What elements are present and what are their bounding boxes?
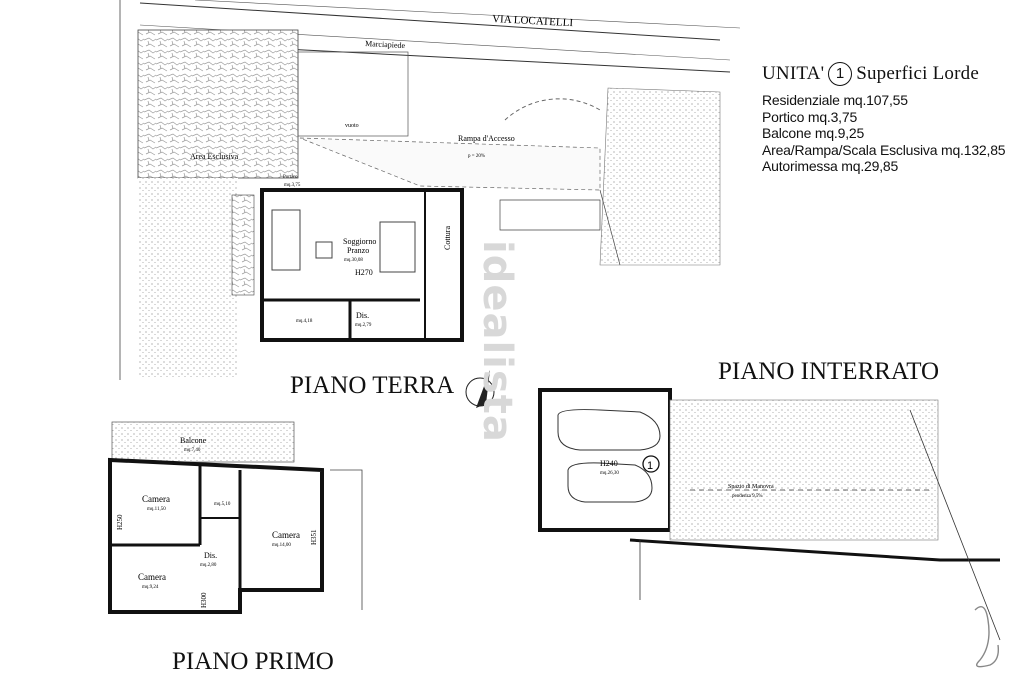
balcone-mq: mq.7,40 [184, 448, 201, 453]
h250-label: H250 [116, 514, 124, 530]
soggiorno-label: Soggiorno [343, 237, 376, 246]
signature [974, 606, 1000, 668]
camera-3-mq: mq.9,24 [142, 585, 159, 590]
balcone-label: Balcone [180, 436, 207, 445]
legend-row-portico: Portico mq.3,75 [762, 108, 858, 125]
legend-title: UNITA' 1 Superfici Lorde [762, 62, 1017, 86]
portico-label: Portico [283, 175, 298, 180]
ground-floor: Area Esclusiva vuoto Rampa d'Accesso p =… [119, 0, 721, 380]
piano-primo-title: PIANO PRIMO [172, 648, 334, 675]
street-name: VIA LOCATELLI [492, 13, 574, 29]
rampa-slope: p = 20% [468, 154, 485, 159]
first-floor: Balcone mq.7,40 Camera mq.11,50 mq.5,10 … [108, 421, 363, 614]
stone-area [137, 29, 299, 179]
h300-label: H300 [200, 592, 208, 608]
garage-mq: mq.26,30 [600, 471, 619, 476]
bagno-first-mq: mq.5,10 [214, 502, 231, 507]
area-esclusiva-label: Area Esclusiva [190, 152, 239, 161]
h351-label: H351 [310, 529, 318, 545]
dis-first-mq: mq.2,80 [200, 563, 217, 568]
unit-1-marker [642, 455, 660, 473]
unit-word: UNITA' [762, 63, 825, 84]
sidewalk-label: Marciapiede [365, 39, 406, 50]
dis-label: Dis. [356, 311, 369, 320]
h270-label: H270 [355, 268, 373, 277]
cottura-label: Cottura [443, 226, 452, 250]
pranzo-label: Pranzo [347, 246, 369, 255]
legend-row-area: Area/Rampa/Scala Esclusiva mq.132,85 [762, 141, 1006, 158]
camera-2-mq: mq.14,00 [272, 543, 291, 548]
piano-terra-title: PIANO TERRA [290, 372, 455, 399]
basement-floor: H240 mq.26,30 1 Spazio di Manovra penden… [538, 388, 1001, 641]
vuoto-label: vuoto [345, 123, 359, 129]
legend-box: UNITA' 1 Superfici Lorde Residenziale mq… [762, 62, 1017, 175]
camera-1-label: Camera [142, 494, 170, 504]
manovra-note: pendenza 9,5% [732, 494, 763, 499]
manovra-label: Spazio di Manovra [728, 484, 774, 490]
soggiorno-mq: mq.30,08 [344, 258, 363, 263]
watermark: idealista [474, 240, 520, 470]
dis-mq: mq.2,79 [355, 323, 372, 328]
unit-1-marker-number: 1 [647, 460, 653, 472]
legend-subtitle: Superfici Lorde [856, 63, 979, 84]
portico-mq: mq.3,75 [284, 183, 301, 188]
piano-interrato-title: PIANO INTERRATO [718, 358, 940, 385]
legend-row-autorimessa: Autorimessa mq.29,85 [762, 158, 899, 174]
legend-row-balcone: Balcone mq.9,25 [762, 125, 865, 141]
rampa-label: Rampa d'Accesso [458, 134, 515, 143]
north-arrow-icon [465, 370, 495, 408]
camera-2-label: Camera [272, 530, 300, 540]
unit-number-badge: 1 [828, 62, 853, 86]
dis-first-label: Dis. [204, 551, 217, 560]
bagno-mq: mq.4,18 [296, 319, 313, 324]
watermark-text: idealista [474, 240, 520, 443]
garage-h-label: H240 [600, 459, 618, 468]
camera-3-label: Camera [138, 572, 166, 582]
legend-row-residenziale: Residenziale mq.107,55 [762, 92, 908, 108]
camera-1-mq: mq.11,50 [147, 507, 166, 512]
